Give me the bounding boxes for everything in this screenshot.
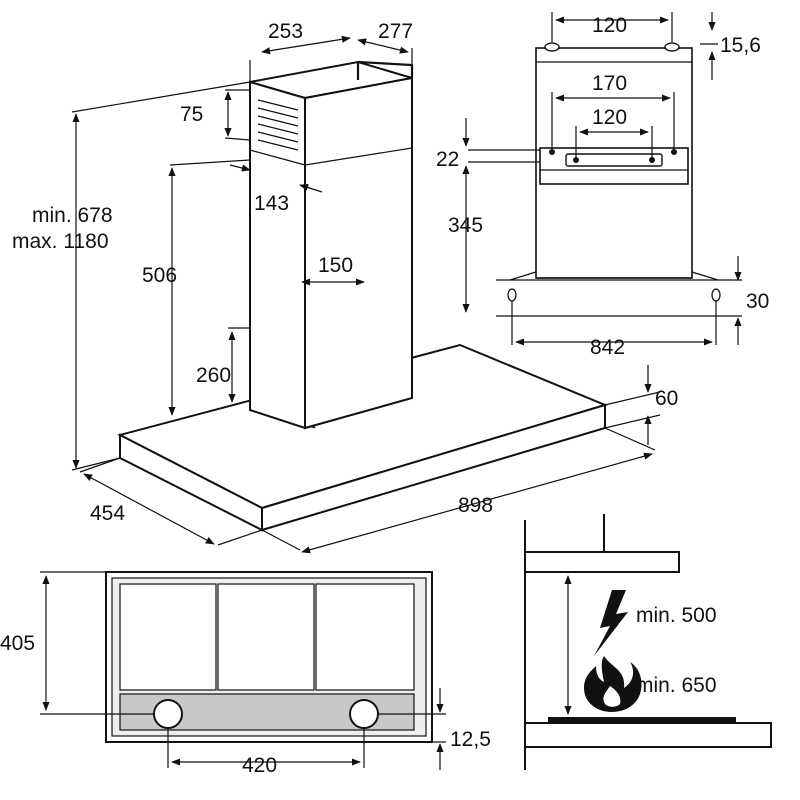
dim-duct-diameter: 150 — [318, 254, 353, 277]
dim-bracket-drop: 345 — [448, 214, 483, 237]
dim-canopy-depth: 454 — [90, 502, 125, 525]
vent-grille — [257, 99, 299, 151]
dim-bottom-depth: 405 — [0, 632, 35, 655]
dim-hole-offset: 12,5 — [450, 728, 491, 751]
dim-side-gap: 30 — [746, 290, 769, 313]
dim-outer-holes: 170 — [592, 72, 627, 95]
clearance-view: min. 500 min. 650 — [524, 514, 772, 770]
hob-glass — [548, 717, 736, 722]
dim-motor-height: 260 — [196, 364, 231, 387]
dim-canopy-thickness: 60 — [655, 387, 678, 410]
dim-top-holes: 120 — [592, 14, 627, 37]
bottom-view: 405 420 12,5 — [0, 571, 491, 777]
lightning-icon — [594, 590, 628, 656]
dim-chimney-lower: 143 — [254, 192, 289, 215]
hood-profile — [524, 551, 680, 573]
dim-top-offset: 15,6 — [720, 34, 761, 57]
gas-clearance-label: min. 650 — [636, 674, 717, 697]
electric-clearance-label: min. 500 — [636, 604, 717, 627]
bracket-view: 120 15,6 170 120 22 345 842 — [436, 12, 769, 359]
dim-chimney-width: 277 — [378, 20, 413, 43]
dim-hole-spacing: 420 — [242, 754, 277, 777]
flame-icon — [584, 656, 642, 712]
dim-height-min: min. 678 — [32, 204, 113, 227]
dim-canopy-holes: 842 — [590, 336, 625, 359]
dim-canopy-width: 898 — [458, 494, 493, 517]
dim-chimney-height: 506 — [142, 264, 177, 287]
worktop — [524, 722, 772, 748]
lamp-left — [153, 699, 183, 729]
dim-bracket-offset: 22 — [436, 148, 459, 171]
main-view: 253 277 75 143 min. 678 max. 1180 506 15… — [12, 20, 678, 554]
dim-height-max: max. 1180 — [12, 230, 109, 253]
dim-chimney-depth: 253 — [268, 20, 303, 43]
dim-chimney-offset: 75 — [180, 103, 203, 126]
lamp-right — [349, 699, 379, 729]
chimney — [249, 60, 414, 430]
dim-inner-holes: 120 — [592, 106, 627, 129]
